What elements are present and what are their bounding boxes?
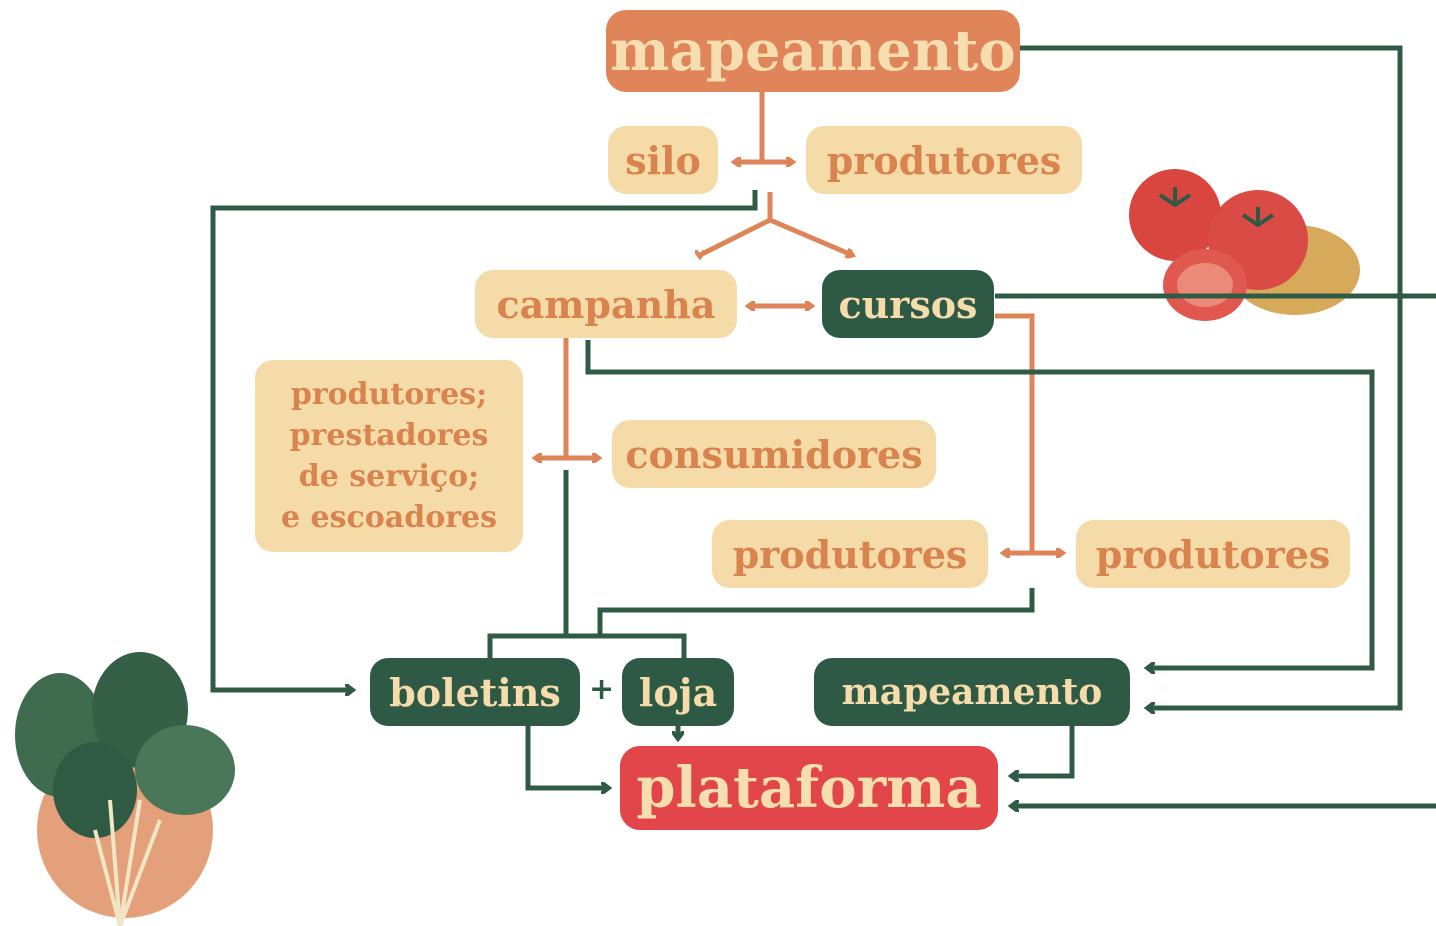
campanha-node: campanha xyxy=(475,270,737,338)
mapeamento-bottom-node: mapeamento xyxy=(814,658,1130,726)
produtores-top-node: produtores xyxy=(806,126,1082,194)
tomatoes-illustration xyxy=(1129,169,1360,321)
list-line: produtores; xyxy=(290,377,488,412)
list-line: e escoadores xyxy=(281,500,497,535)
silo-node: silo xyxy=(608,126,718,194)
produtores-prestadores-escoadores-node: produtores; prestadores de serviço; e es… xyxy=(255,360,523,552)
plataforma-node: plataforma xyxy=(620,746,998,830)
boletins-node: boletins xyxy=(370,658,580,726)
mapeamento-top-node: mapeamento xyxy=(606,10,1020,92)
list-line: de serviço; xyxy=(298,459,480,494)
cursos-node: cursos xyxy=(822,270,994,338)
spinach-illustration xyxy=(15,652,235,926)
consumidores-node: consumidores xyxy=(612,420,936,488)
produtores-left-node: produtores xyxy=(712,520,988,588)
list-line: prestadores xyxy=(289,418,489,453)
loja-node: loja xyxy=(622,658,734,726)
plus-sign: + xyxy=(589,672,615,707)
produtores-right-node: produtores xyxy=(1076,520,1350,588)
